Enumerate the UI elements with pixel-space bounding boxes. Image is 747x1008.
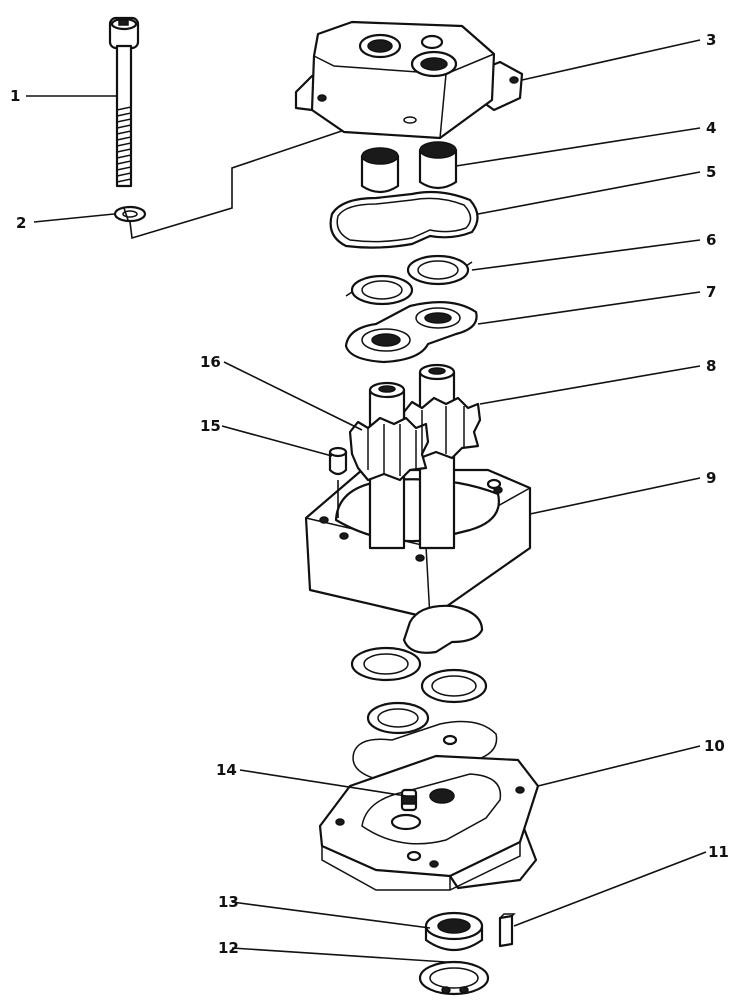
callout-1: 1: [10, 87, 20, 105]
callout-3: 3: [706, 31, 716, 49]
part-15-dowel-pin: [328, 446, 348, 518]
part-14-set-screw: [400, 788, 418, 812]
part-3-top-cover: [294, 20, 524, 140]
callout-7: 7: [706, 283, 716, 301]
callout-10: 10: [704, 737, 725, 755]
part-1-screw: [108, 16, 140, 188]
assembly-axis-line: [129, 109, 405, 240]
callout-5: 5: [706, 163, 716, 181]
callout-12: 12: [218, 939, 239, 957]
callout-labels: 1 2 3 4 5 6 7 8 9 10 11 12 13 14 15 16: [10, 31, 729, 957]
callout-6: 6: [706, 231, 716, 249]
callout-4: 4: [706, 119, 716, 137]
leader-lines: [26, 39, 707, 963]
callout-8: 8: [706, 357, 716, 375]
part-5-gasket: [329, 190, 479, 249]
callout-9: 9: [706, 469, 716, 487]
part-4-bushings: [360, 141, 458, 194]
lower-seal-plate: [350, 604, 484, 682]
part-9-gear-body: [304, 468, 532, 620]
part-11-key: [498, 913, 516, 948]
callout-13: 13: [218, 893, 239, 911]
part-2-lock-washer: [113, 205, 147, 223]
callout-2: 2: [16, 214, 26, 232]
part-12-snap-ring: [418, 960, 490, 996]
part-8-16-gears: [348, 363, 482, 550]
callout-14: 14: [216, 761, 237, 779]
part-6-wear-plate: [345, 254, 473, 306]
part-10-end-cover: [318, 734, 540, 891]
part-13-shaft-seal: [424, 911, 484, 951]
part-7-seal-plate: [344, 301, 478, 364]
callout-11: 11: [708, 843, 729, 861]
callout-15: 15: [200, 417, 221, 435]
lower-wear-plate: [366, 668, 488, 735]
callout-16: 16: [200, 353, 221, 371]
